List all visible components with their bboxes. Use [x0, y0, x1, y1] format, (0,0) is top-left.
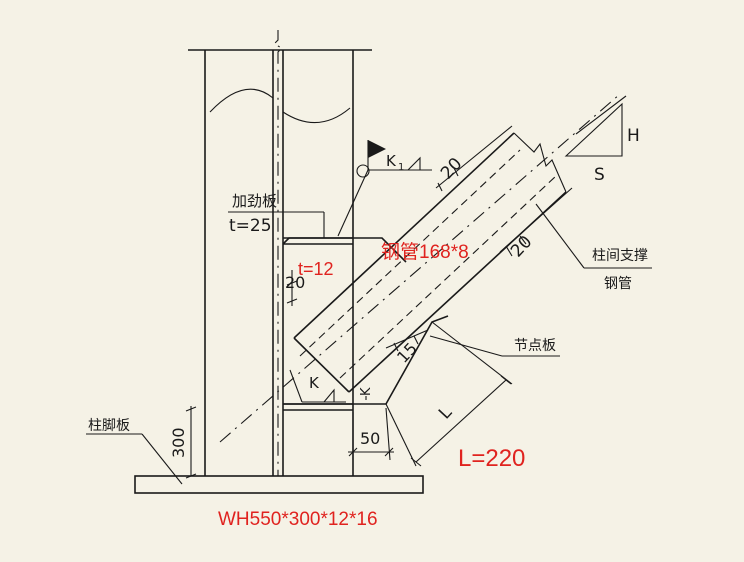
column — [188, 30, 372, 476]
gusset-leader: 节点板 — [429, 335, 560, 357]
weld-symbol-k: K K — [289, 369, 374, 403]
dim-50-label: 50 — [360, 429, 380, 448]
brace-line2-label: 钢管 — [604, 276, 632, 292]
weld-k1-sub: 1 — [398, 162, 404, 173]
dim-20-right-label: 20 — [507, 232, 536, 261]
svg-text:K: K — [359, 387, 374, 396]
dim-300: 300 — [169, 406, 205, 479]
dim-L-label: L — [435, 402, 456, 423]
section-spec-annotation: WH550*300*12*16 — [218, 509, 378, 530]
base-plate-leader: 柱脚板 — [86, 418, 183, 485]
L-value-annotation: L=220 — [458, 445, 525, 472]
pipe-spec-annotation: 钢管168*8 — [381, 241, 469, 263]
base-plate — [134, 475, 424, 494]
dim-20-left-label: 20 — [285, 273, 305, 292]
stiffener-name-label: 加劲板 — [232, 192, 277, 210]
brace-leader: 柱间支撑 钢管 — [535, 203, 652, 292]
gusset-name-label: 节点板 — [514, 338, 556, 354]
dim-300-label: 300 — [169, 427, 188, 458]
dim-15: 15 — [385, 329, 429, 367]
gusset-thk-annotation: t=12 — [298, 259, 334, 279]
steel-pipe-brace — [219, 93, 621, 443]
dim-20-top: 20 — [435, 125, 513, 192]
slope-h-label: H — [627, 126, 640, 146]
weld-k1-label: K — [386, 152, 397, 170]
stiffener-leader: 加劲板 t=25 — [228, 192, 325, 238]
dim-50: 50 — [348, 407, 394, 461]
slope-s-label: S — [594, 165, 605, 185]
stiffener-thk-label: t=25 — [229, 216, 272, 236]
base-plate-name-label: 柱脚板 — [88, 418, 130, 434]
dim-20-top-label: 20 — [437, 154, 466, 183]
flag-icon — [368, 140, 386, 158]
weld-k-label: K — [309, 374, 320, 392]
weld-symbol-k1: K 1 — [337, 140, 432, 237]
dim-20-left: 20 — [285, 270, 305, 306]
slope-triangle: H S — [564, 95, 640, 185]
brace-line1-label: 柱间支撑 — [592, 248, 648, 264]
dim-20-right: 20 — [499, 187, 573, 261]
